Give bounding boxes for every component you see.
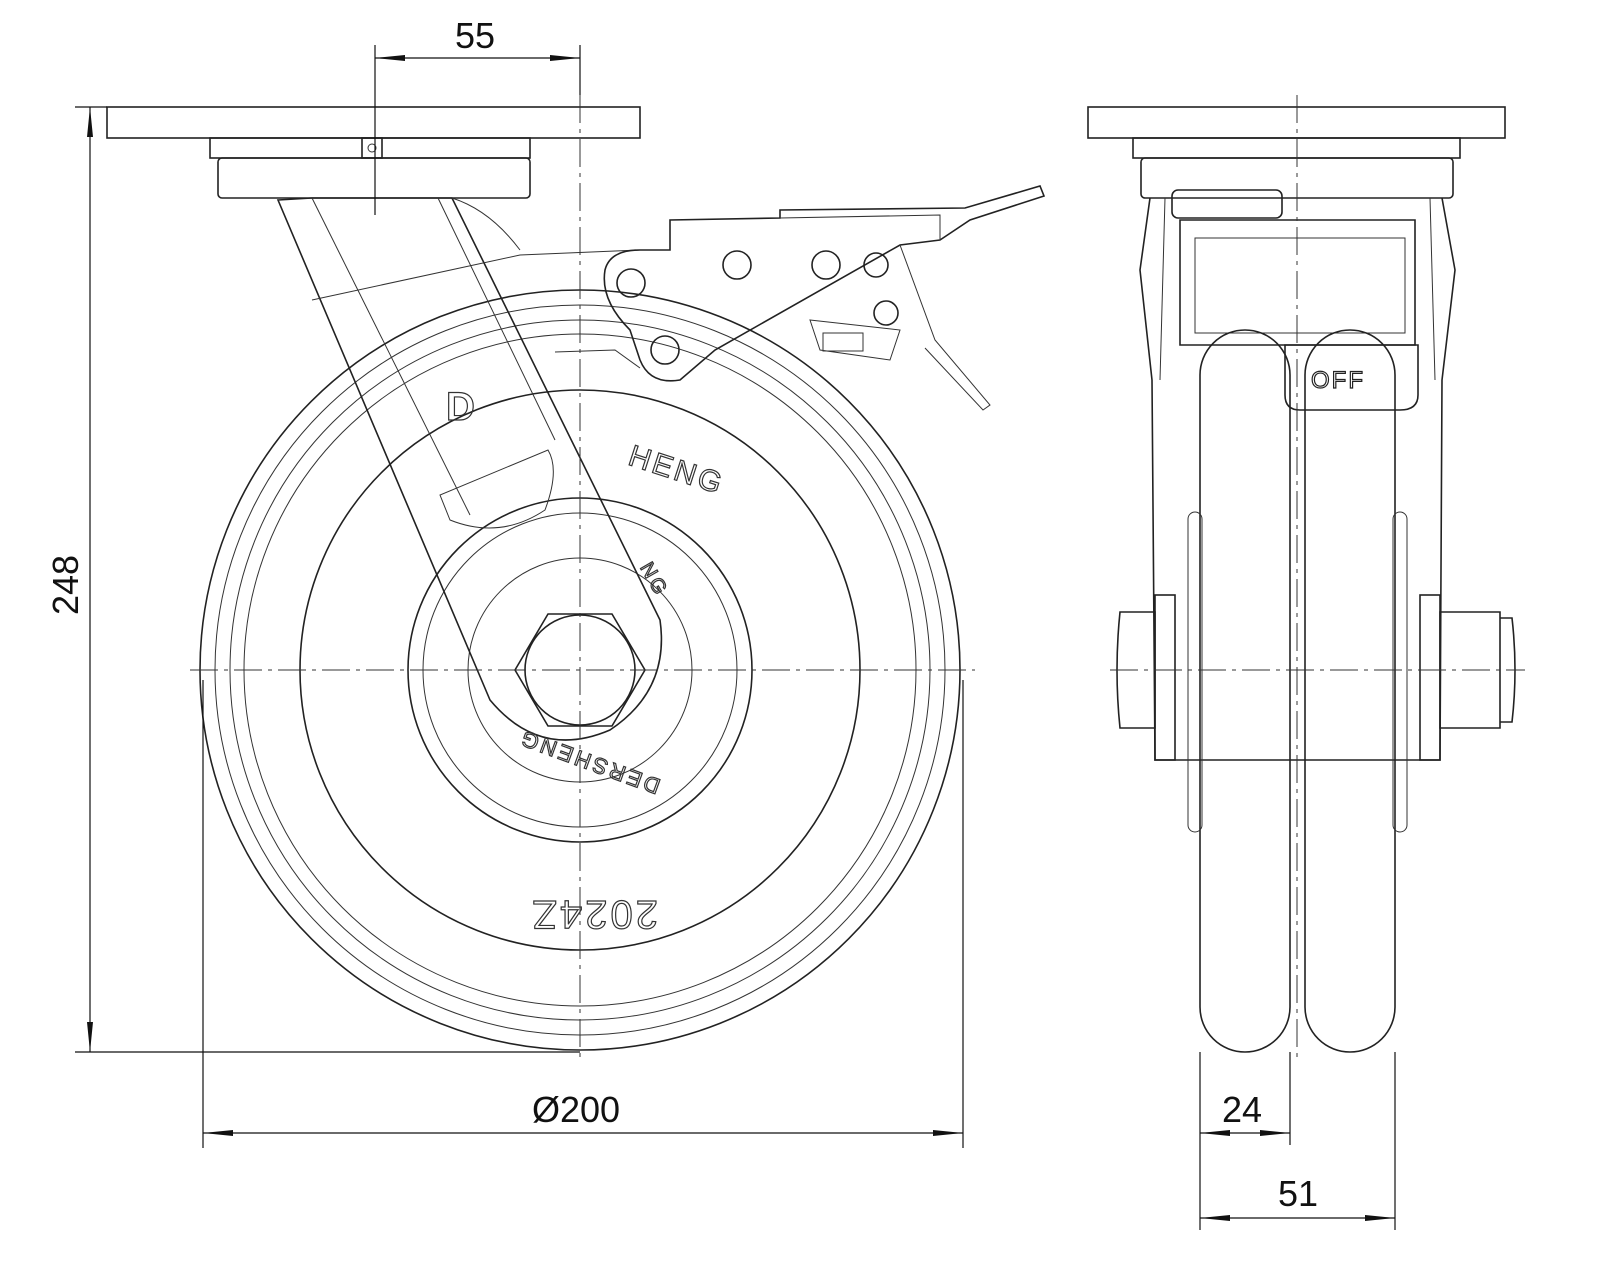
fork-leg — [276, 197, 663, 741]
front-view: D HENG NG DERSHENG 2024Z — [106, 95, 1046, 1060]
dim-wheel-diameter: Ø200 — [532, 1089, 620, 1130]
brake-assembly — [554, 185, 1046, 411]
dimensions: 55 248 Ø200 24 51 — [45, 15, 1396, 1230]
dim-tread-width: 24 — [1222, 1089, 1262, 1130]
side-view: OFF — [1087, 95, 1525, 1060]
dim-wheel-width: 51 — [1278, 1173, 1318, 1214]
top-plate — [106, 106, 641, 139]
model-number: 2024Z — [530, 892, 658, 936]
brand-arc-text: HENG — [625, 439, 729, 501]
axle-nut-left — [1116, 611, 1156, 729]
logo-mark: D — [446, 385, 478, 429]
brand-hub-text: DERSHENG — [515, 725, 663, 799]
brake-state-label: OFF — [1311, 367, 1365, 394]
axle-nut-right — [1439, 611, 1501, 729]
swivel-body — [217, 157, 531, 199]
grease-nipple — [361, 137, 383, 159]
brake-pedal-side — [1284, 344, 1419, 411]
tire-right — [1304, 329, 1396, 1053]
swivel-ring — [209, 137, 531, 159]
tire-left — [1199, 329, 1291, 1053]
dim-swivel-offset: 55 — [455, 15, 495, 56]
dim-overall-height: 248 — [45, 555, 86, 615]
